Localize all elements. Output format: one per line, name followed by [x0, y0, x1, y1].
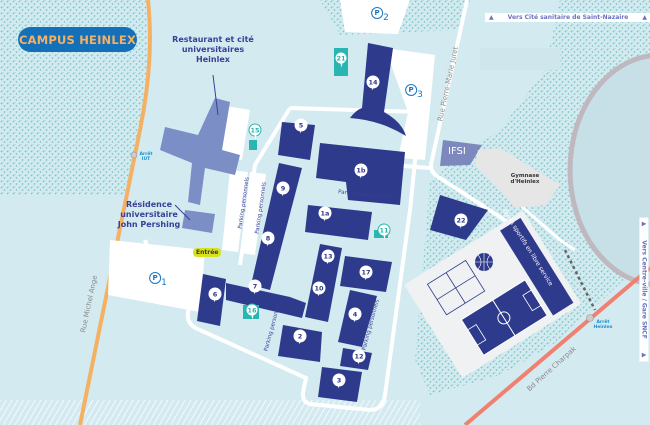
sports-area [404, 210, 582, 378]
building-8-pin[interactable]: 8 [261, 231, 275, 247]
bus-stop-iut-icon [130, 151, 138, 159]
building-13-pin[interactable]: 13 [321, 249, 335, 265]
building-4-pin[interactable]: 4 [348, 307, 362, 323]
building-9-pin[interactable]: 9 [276, 181, 290, 197]
building-17-pin[interactable]: 17 [359, 265, 373, 281]
bus-stop-heinlex-label: Arrêt Heinlex [593, 320, 613, 330]
road-rue-michel-ange [78, 0, 152, 425]
building-10-pin[interactable]: 10 [312, 281, 326, 297]
residence-john-pershing [182, 210, 215, 233]
building-3-pin[interactable]: 3 [332, 373, 346, 389]
building-14-pin[interactable]: 14 [366, 75, 380, 91]
campus-title: CAMPUS HEINLEX [18, 27, 137, 52]
bottom-strip [0, 400, 420, 425]
entrance-badge: Entrée [193, 248, 222, 257]
parking-3-lot [385, 48, 435, 160]
building-7-pin[interactable]: 7 [248, 279, 262, 295]
building-12-pin[interactable]: 12 [352, 349, 366, 365]
stadium-track [567, 53, 650, 287]
residence-label: Résidence universitaire John Pershing [117, 200, 181, 229]
gymnase-building [475, 148, 560, 208]
building-5-pin[interactable]: 5 [294, 118, 308, 134]
sign-saint-nazaire: ▲Vers Cité sanitaire de Saint-Nazaire▲ [485, 13, 650, 22]
ifsi-building [440, 140, 482, 166]
building-1a-pin[interactable]: 1a [318, 206, 332, 222]
building-6-pin[interactable]: 6 [208, 287, 222, 303]
ifsi-label: IFSI [448, 146, 466, 157]
road-rue-juret [429, 0, 522, 232]
building-15-pin[interactable]: 15 [248, 123, 262, 140]
campus-ring-road [143, 106, 423, 413]
building-1b-pin[interactable]: 1b [354, 163, 368, 179]
bus-stop-heinlex-icon [586, 314, 594, 322]
building-2-pin[interactable]: 2 [293, 329, 307, 345]
gymnase-label: Gymnase d'Heinlex [510, 173, 540, 185]
building-22-pin[interactable]: 22 [454, 213, 468, 229]
building-21-pin[interactable]: 21 [334, 51, 348, 68]
sign-centre-ville: ▲Vers Centre-ville / Gare SNCF▲ [639, 217, 649, 362]
building-16-pin[interactable]: 16 [245, 303, 259, 320]
bus-stop-iut-label: Arrêt IUT [139, 152, 153, 162]
restaurant-label: Restaurant et cité universitaires Heinle… [172, 35, 254, 64]
restaurant-building [160, 98, 240, 205]
building-11-pin[interactable]: 11 [377, 223, 391, 240]
road-bd-pierre-charpak [463, 266, 650, 425]
